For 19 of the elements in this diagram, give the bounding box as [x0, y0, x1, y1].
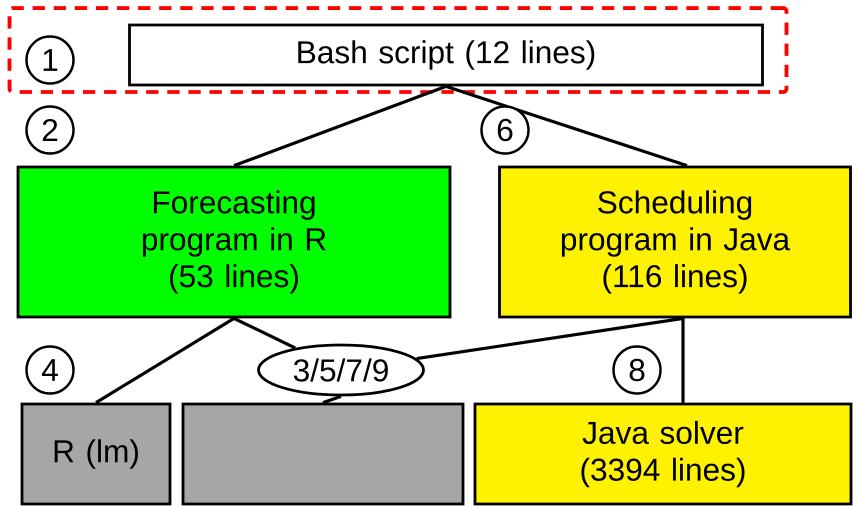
callout-number: 6	[480, 105, 530, 155]
connector-line	[446, 84, 688, 168]
callout-number: 4	[25, 345, 75, 395]
dashed-frame	[8, 6, 788, 94]
connector-line	[233, 316, 296, 350]
callout-number: 2	[25, 105, 75, 155]
program-box: Scheduling program in Java (116 lines)	[498, 166, 852, 318]
callout-number: 1	[25, 35, 75, 85]
library-box: R (lm)	[20, 402, 172, 506]
connector-line	[233, 84, 447, 168]
script-box: Bash script (12 lines)	[128, 24, 764, 86]
connector-line	[322, 394, 342, 404]
solver-box: Java solver (3394 lines)	[474, 402, 852, 506]
callout-number: 8	[612, 345, 662, 395]
connector-line	[681, 318, 685, 403]
program-box: Forecasting program in R (53 lines)	[16, 166, 452, 318]
connector-line	[95, 317, 235, 404]
connector-line	[416, 316, 684, 360]
database-box	[182, 402, 464, 506]
